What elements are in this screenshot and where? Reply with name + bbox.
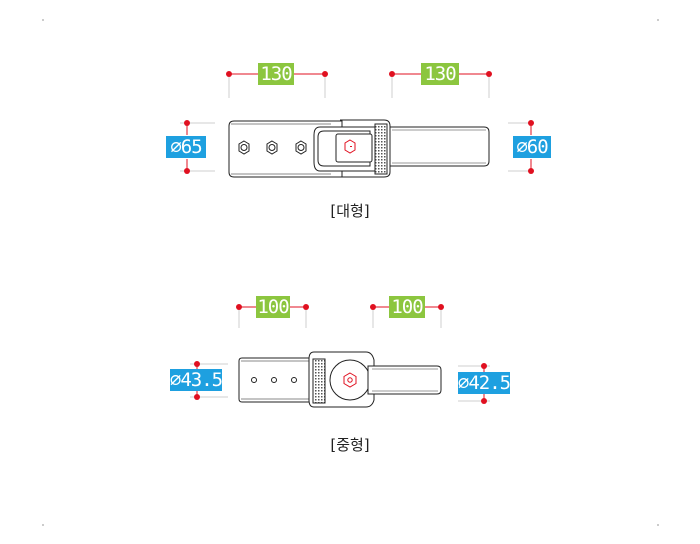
large-connector-drawing xyxy=(228,119,490,178)
corner-mark-bottom-left xyxy=(42,524,44,526)
large-bolts xyxy=(238,140,307,155)
medium-right-diameter-label: ⌀42.5 xyxy=(457,372,511,394)
large-left-length-label: 130 xyxy=(258,63,294,85)
corner-mark-top-right xyxy=(657,19,659,21)
medium-right-length-label: 100 xyxy=(389,296,425,318)
large-right-diameter-label: ⌀60 xyxy=(513,136,551,158)
corner-mark-bottom-right xyxy=(657,524,659,526)
large-caption: [대형] xyxy=(330,202,370,220)
medium-left-length-label: 100 xyxy=(256,296,290,318)
medium-caption: [중형] xyxy=(330,436,370,454)
corner-mark-top-left xyxy=(42,19,44,21)
medium-left-diameter-label: ⌀43.5 xyxy=(169,369,223,391)
large-right-length-label: 130 xyxy=(421,63,459,85)
large-left-diameter-label: ⌀65 xyxy=(166,136,206,158)
medium-holes xyxy=(251,377,297,383)
medium-dimension-markers xyxy=(194,304,487,404)
large-dimension-markers xyxy=(184,71,534,174)
medium-connector-drawing xyxy=(238,351,442,408)
